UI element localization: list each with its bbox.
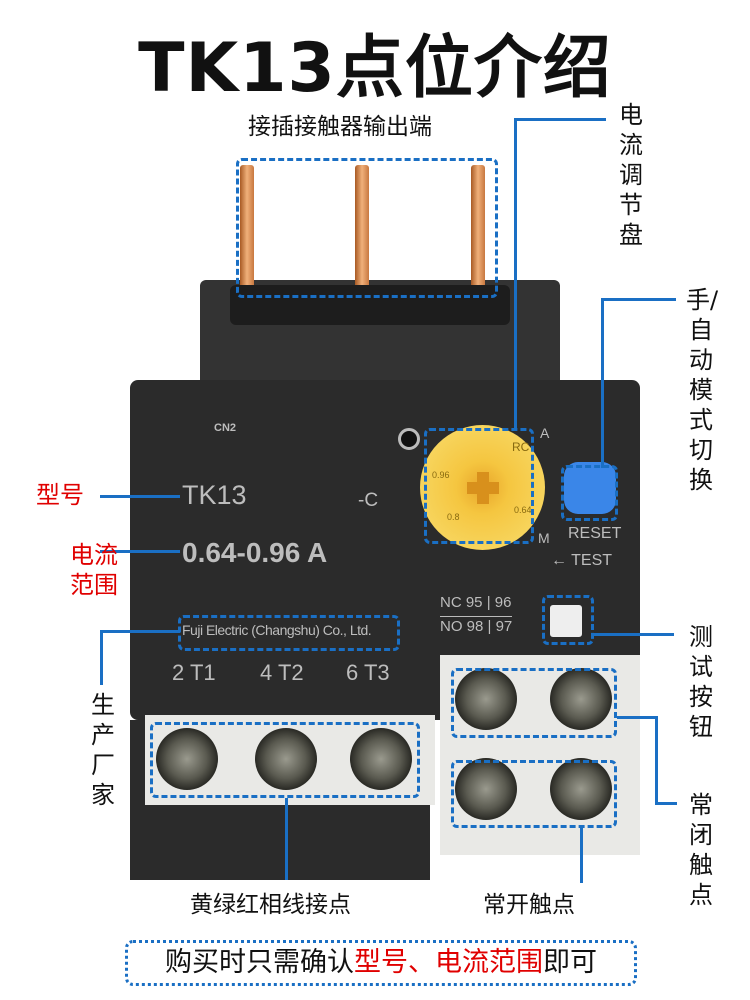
label-current-dial: 电流调节盘 (619, 101, 643, 249)
leader-line (100, 630, 103, 685)
contact-no-row: NO 98 | 97 (440, 616, 513, 637)
plate-range: 0.64-0.96 A (182, 537, 328, 568)
screw-icon[interactable] (156, 728, 218, 790)
test-highlight (542, 595, 594, 645)
plate-model: TK13 (182, 480, 247, 510)
copper-pin (355, 165, 369, 295)
pin-housing (230, 285, 510, 325)
terminal-t1: 2 T1 (172, 660, 216, 685)
leader-line (594, 633, 674, 636)
leader-line (514, 118, 606, 121)
phase-highlight (150, 722, 420, 798)
label-model: 型号 (36, 481, 84, 509)
output-highlight (236, 158, 498, 298)
screw-icon[interactable] (455, 668, 517, 730)
plate-maker: Fuji Electric (Changshu) Co., Ltd. (182, 622, 372, 638)
label-no-contact: 常开触点 (483, 892, 575, 918)
dial-mark: 0.96 (432, 470, 450, 480)
no-label: NO (440, 618, 463, 635)
leader-line (617, 716, 657, 719)
dial-cross-icon (467, 472, 499, 504)
dial-mark: 0.8 (447, 512, 460, 522)
leader-line (580, 828, 583, 883)
copper-pin (240, 165, 254, 295)
leader-line (655, 802, 677, 805)
dial-mark: RC (512, 440, 530, 454)
label-nc-contact: 常闭触点 (689, 791, 713, 909)
screw-icon[interactable] (455, 758, 517, 820)
footer-suffix: 即可 (543, 947, 597, 978)
label-manufacturer: 生产厂家 (91, 691, 115, 809)
leader-line (285, 798, 288, 880)
screw-icon[interactable] (350, 728, 412, 790)
screw-icon[interactable] (550, 668, 612, 730)
leader-line (100, 550, 180, 553)
footer-highlight: 型号、电流范围 (354, 947, 543, 978)
test-label: ← TEST (551, 552, 613, 569)
mode-auto-mark: A (540, 425, 550, 441)
leader-line (655, 716, 658, 804)
label-output-terminals: 接插接触器输出端 (248, 114, 432, 140)
test-button[interactable] (550, 605, 582, 637)
no-highlight (451, 760, 617, 828)
plate-code: CN2 (214, 422, 237, 434)
leader-line (100, 630, 180, 633)
page-title: TK13点位介绍 (138, 29, 612, 108)
leader-line (100, 495, 180, 498)
plate-suffix: -C (358, 490, 379, 511)
mode-manual-mark: M (538, 530, 550, 546)
reset-label: RESET (568, 525, 622, 542)
dial-mark: 0.64 (514, 505, 532, 515)
contact-nc-row: NC 95 | 96 (440, 593, 511, 613)
label-mode-switch: 手/自动模式切换 (686, 286, 719, 494)
reset-highlight (561, 465, 618, 521)
maker-highlight (178, 615, 400, 651)
leader-line (514, 118, 517, 430)
leader-line (601, 298, 676, 301)
nc-highlight (451, 668, 617, 738)
nc-label: NC (440, 594, 462, 611)
label-phase-terminals: 黄绿红相线接点 (190, 892, 351, 918)
label-current-range: 电流范围 (70, 541, 118, 599)
terminal-t2: 4 T2 (260, 660, 304, 685)
leader-line (601, 298, 604, 468)
label-test-button: 测试按钮 (689, 623, 713, 741)
footer-prefix: 购买时只需确认 (165, 947, 354, 978)
footer-note: 购买时只需确认型号、电流范围即可 (125, 940, 637, 986)
no-numbers: 98 | 97 (466, 618, 513, 635)
hole (398, 428, 420, 450)
screw-icon[interactable] (550, 758, 612, 820)
terminal-t3: 6 T3 (346, 660, 390, 685)
dial-highlight (424, 428, 534, 544)
copper-pin (471, 165, 485, 295)
screw-icon[interactable] (255, 728, 317, 790)
nc-numbers: 95 | 96 (465, 594, 512, 611)
reset-button[interactable] (564, 462, 616, 514)
